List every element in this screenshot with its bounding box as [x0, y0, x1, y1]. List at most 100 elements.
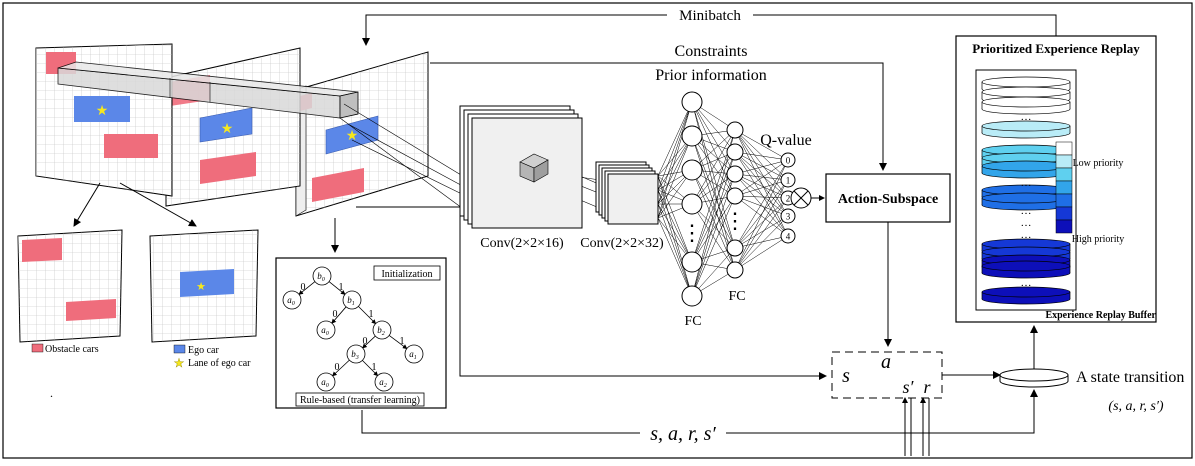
replay-disk-top — [981, 120, 1071, 132]
fc2-neuron — [726, 121, 744, 139]
state-transition-label: A state transition — [1076, 369, 1184, 386]
transition-disk — [999, 368, 1069, 388]
minibatch-feedback: Minibatch — [362, 6, 1057, 46]
tree-edge — [388, 335, 408, 350]
high-priority-label: High priority — [1072, 234, 1125, 245]
obstacle-cars-label: Obstacle cars — [45, 344, 99, 355]
tree-node-label: a0 — [321, 325, 329, 337]
tree-edge — [331, 359, 350, 377]
replay-disk-top — [981, 260, 1071, 272]
priority-swatch — [1055, 219, 1073, 234]
transition-box: s a s′ r — [831, 351, 943, 399]
tree-node — [316, 320, 336, 340]
constraints-label: Constraints — [675, 43, 748, 60]
tree-node-label: b1 — [347, 295, 355, 307]
tree-node-label: a1 — [409, 349, 417, 361]
svg-text:★: ★ — [221, 122, 234, 137]
tree-edge-label: 1 — [372, 362, 377, 373]
priority-swatch — [1055, 193, 1073, 208]
per-box: Prioritized Experience Replay ……………… Exp… — [955, 35, 1157, 323]
per-title: Prioritized Experience Replay — [972, 41, 1140, 56]
fc1-label: FC — [684, 314, 701, 329]
priority-swatch — [1055, 206, 1073, 221]
stack-ellipsis: … — [1021, 277, 1032, 289]
q-output-label: 4 — [786, 232, 791, 242]
prior-info-label: Prior information — [655, 67, 767, 84]
fc1-neuron — [681, 125, 703, 147]
tree-node-label: b2 — [377, 325, 385, 337]
fc2-neuron — [726, 261, 744, 279]
tree-node-label: a0 — [287, 295, 295, 307]
fc2-neuron — [726, 187, 744, 205]
sars-label: s, a, r, s′ — [650, 423, 716, 445]
r-label: r — [923, 377, 931, 397]
s-label: s — [842, 365, 850, 387]
svg-text:★: ★ — [96, 104, 109, 119]
replay-disk-top — [981, 96, 1071, 108]
fc2-ellipsis: ⋮ — [724, 208, 746, 233]
tree-node — [316, 372, 336, 392]
buffer-label: Experience Replay Buffer — [1045, 310, 1156, 321]
priority-swatch — [1055, 154, 1073, 169]
priority-swatch — [1055, 167, 1073, 182]
tree-node — [312, 266, 332, 286]
ego-grid: ★ — [149, 229, 259, 343]
tree-edge-label: 1 — [400, 336, 405, 347]
replay-disk-stack: ……………… — [981, 76, 1071, 305]
initialization-label: Initialization — [381, 269, 432, 280]
tree-edge — [362, 360, 379, 377]
stray-dot: . — [50, 386, 53, 400]
tree-edge — [298, 281, 316, 295]
a-label: a — [881, 351, 891, 373]
state-tuple-label: (s, a, r, s′) — [1108, 399, 1164, 414]
fc1-neuron — [681, 159, 703, 181]
fc1-ellipsis: ⋮ — [681, 220, 703, 245]
svg-text:★: ★ — [196, 281, 206, 293]
fc2-neuron — [726, 239, 744, 257]
tree-edge — [331, 306, 347, 324]
q-output-node — [780, 228, 796, 244]
fc2-neuron — [726, 165, 744, 183]
replay-disk-top — [981, 86, 1071, 98]
conv-layer-1: Conv(2×2×16) — [459, 105, 583, 251]
tree-node-label: a0 — [321, 377, 329, 389]
tree-edge-label: 0 — [363, 336, 368, 347]
obstacle-legend-swatch — [31, 343, 44, 353]
tree-edge-label: 0 — [301, 282, 306, 293]
tree-edge-label: 0 — [335, 362, 340, 373]
stack-ellipsis: … — [1021, 205, 1032, 217]
tree-edge-label: 0 — [333, 309, 338, 320]
tree-node — [372, 320, 392, 340]
tree-node-label: b3 — [351, 349, 359, 361]
otimes-operator — [790, 187, 812, 209]
ego-legend-swatch — [173, 344, 186, 354]
q-output-node — [780, 172, 796, 188]
lane-of-ego-label: Lane of ego car — [188, 358, 251, 369]
tree-node — [342, 290, 362, 310]
stack-ellipsis: … — [1021, 217, 1032, 229]
priority-swatch — [1055, 180, 1073, 195]
q-value-label: Q-value — [760, 132, 812, 149]
rule-based-tree-box: Initialization Rule-based (transfer lear… — [275, 257, 447, 409]
replay-disk-top — [981, 286, 1071, 298]
q-output-label: 3 — [786, 212, 791, 222]
fc2-label: FC — [728, 289, 745, 304]
fc1-neuron — [681, 91, 703, 113]
conv2-label: Conv(2×2×32) — [580, 236, 664, 251]
rule-based-label: Rule-based (transfer learning) — [300, 395, 420, 406]
obstacle-grid — [17, 229, 123, 343]
stack-ellipsis: … — [1021, 111, 1032, 123]
tree-node — [346, 344, 366, 364]
action-subspace-label: Action-Subspace — [838, 192, 938, 207]
tree-edge-label: 1 — [369, 309, 374, 320]
svg-text:★: ★ — [346, 129, 359, 144]
conv-layer-2: Conv(2×2×32) — [580, 161, 664, 251]
tree-edge — [362, 335, 376, 349]
q-output-node — [780, 152, 796, 168]
outer-frame — [2, 2, 1193, 459]
tree-node — [374, 372, 394, 392]
tree-node — [404, 344, 424, 364]
lane-star-icon: ★ — [174, 356, 185, 370]
